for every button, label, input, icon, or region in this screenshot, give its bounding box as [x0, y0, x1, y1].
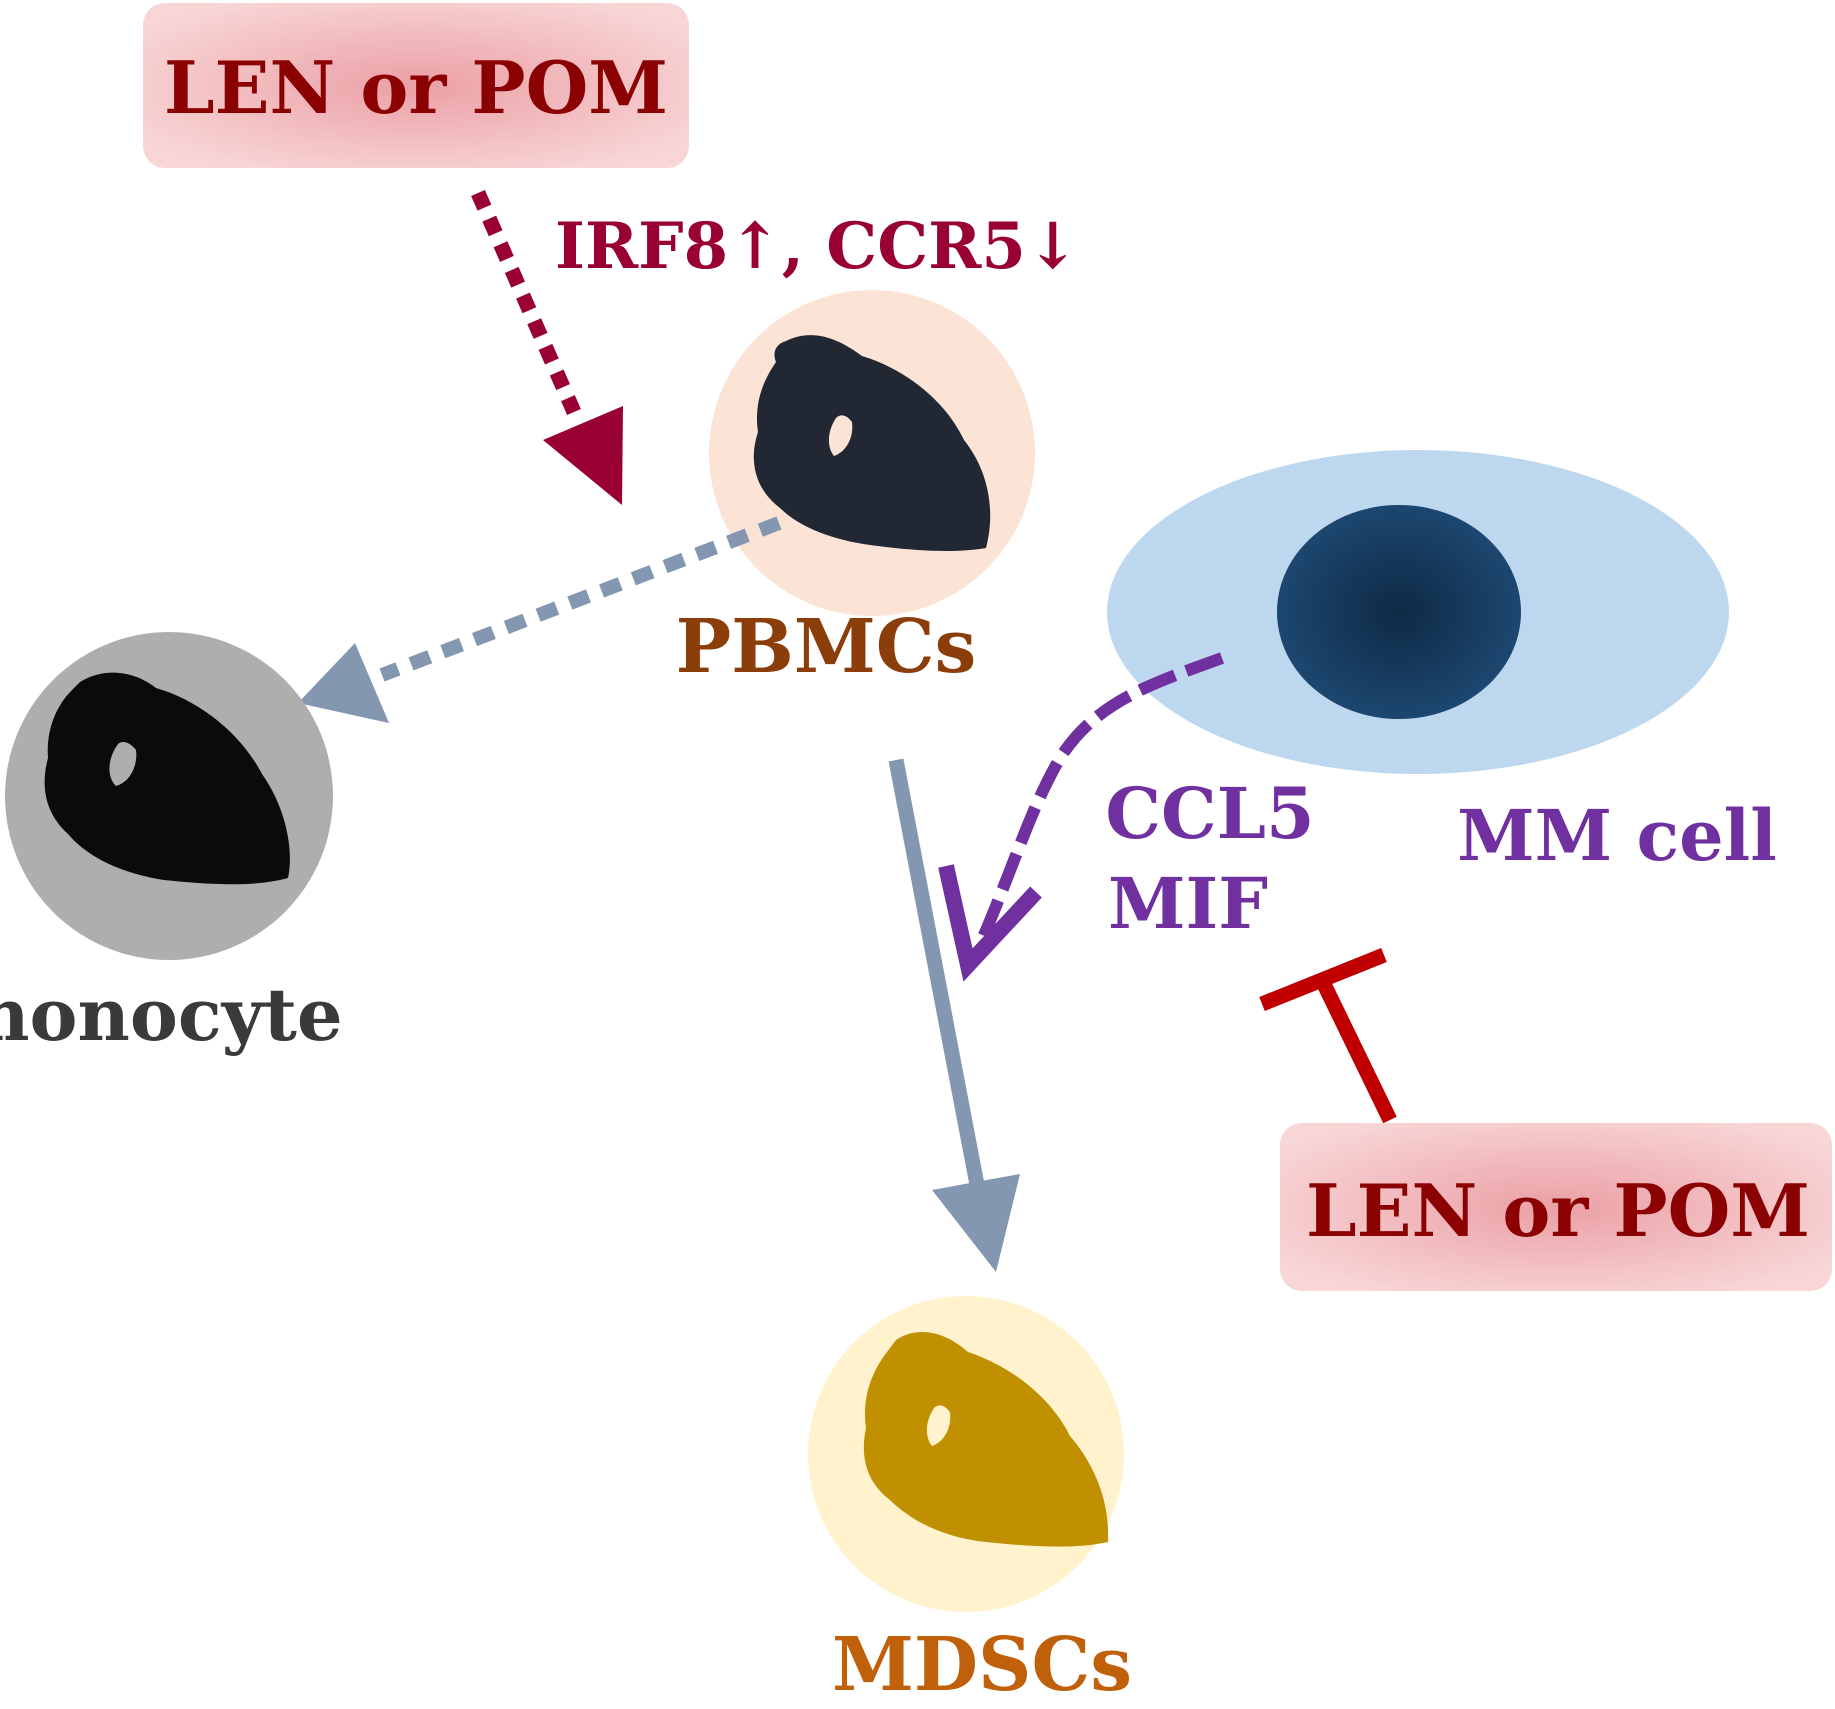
drug-to-pbmc-arrow	[471, 189, 623, 505]
drug-box-top-label: LEN or POM	[164, 45, 668, 130]
monocyte-cell	[5, 632, 333, 960]
mdsc-label: MDSCs	[832, 1622, 1132, 1708]
mm-cell	[1107, 450, 1729, 774]
mdsc-nucleus	[863, 1331, 1109, 1547]
pbmc-label: PBMCs	[676, 604, 977, 690]
mm-cell-label: MM cell	[1457, 794, 1777, 877]
factor-mif: MIF	[1108, 862, 1268, 945]
factor-arrow	[938, 652, 1225, 982]
monocyte-label: monocyte	[0, 972, 343, 1057]
factor-ccl5: CCL5	[1105, 772, 1314, 855]
drug-box-top: LEN or POM	[143, 3, 689, 168]
pbmc-effect-label: IRF8↑, CCR5↓	[555, 209, 1080, 284]
pbmc-cell	[709, 290, 1035, 616]
drug-box-bottom-label: LEN or POM	[1306, 1168, 1810, 1253]
pbmc-nucleus	[753, 335, 991, 552]
mm-nucleus	[1277, 505, 1521, 719]
monocyte-nucleus	[44, 672, 290, 885]
pbmc-to-monocyte-arrow	[298, 516, 782, 723]
mdsc-cell	[808, 1296, 1124, 1612]
inhibition-bar	[1259, 948, 1397, 1124]
pbmc-to-mdsc-arrow	[888, 758, 1020, 1272]
drug-box-bottom: LEN or POM	[1280, 1123, 1832, 1291]
